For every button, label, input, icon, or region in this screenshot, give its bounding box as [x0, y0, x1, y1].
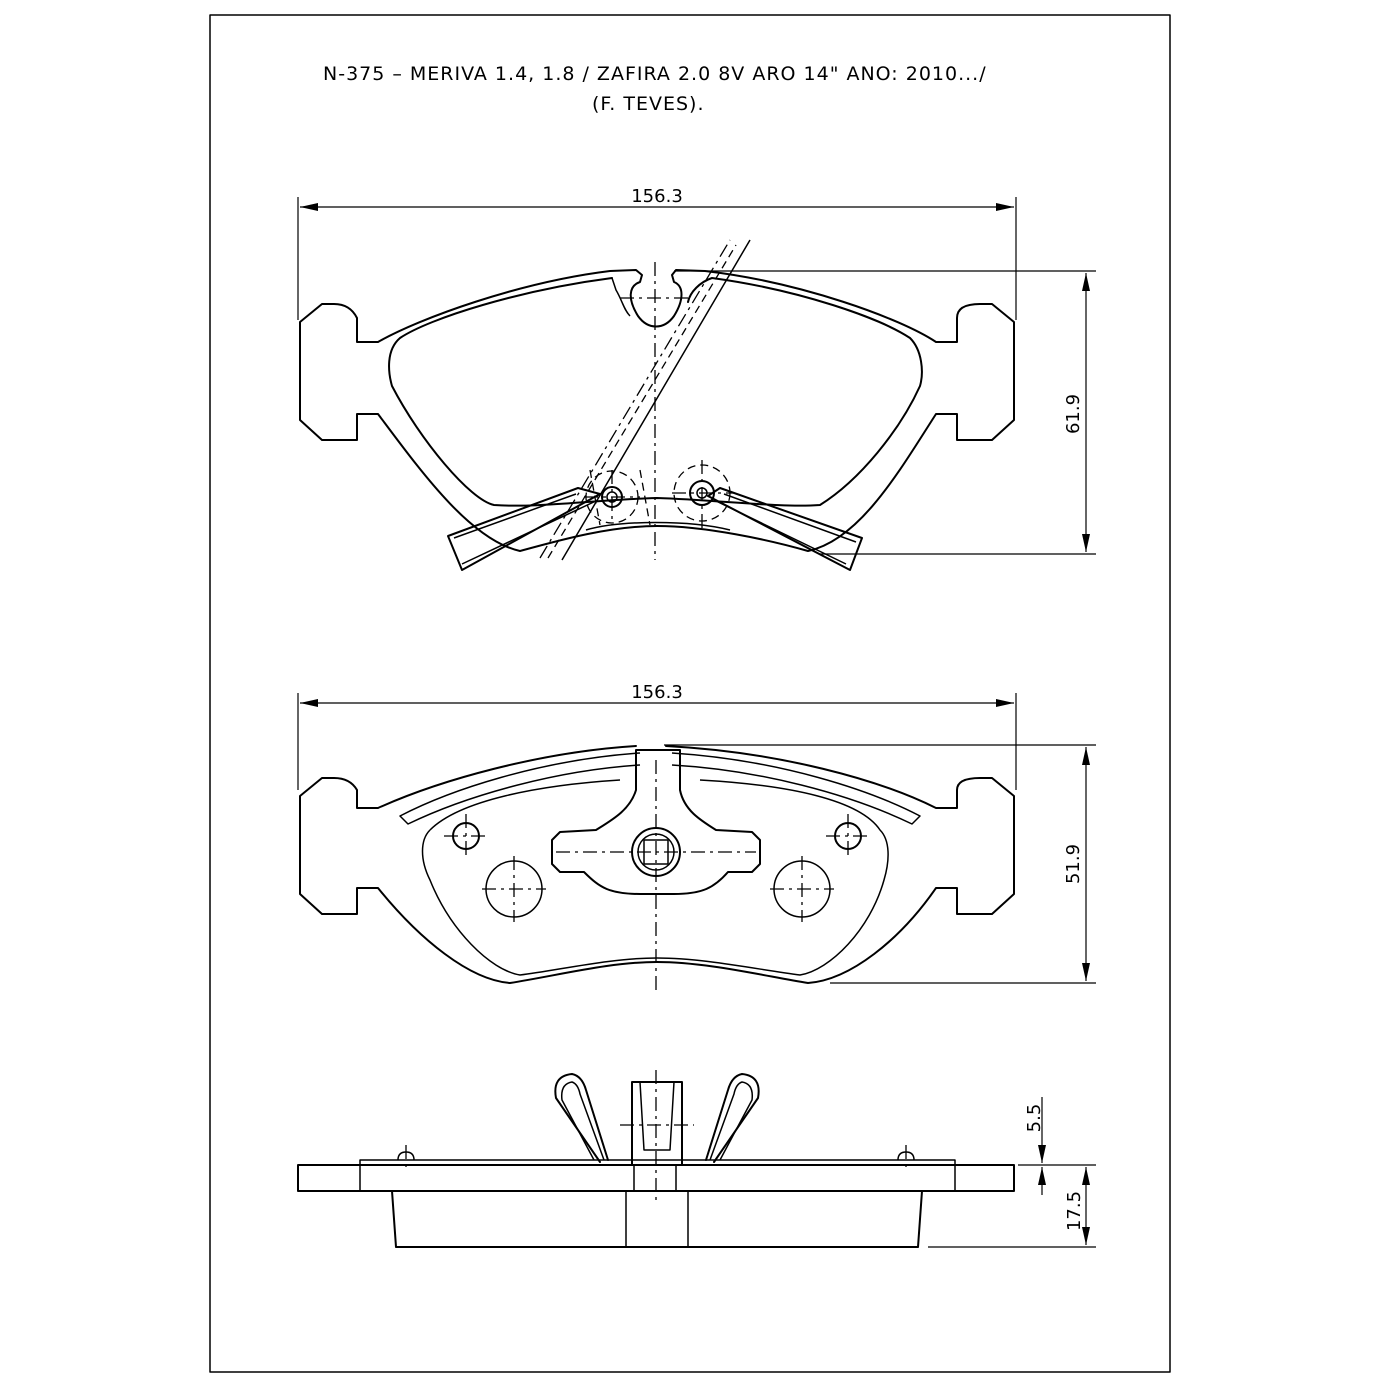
front-width-label: 156.3	[631, 682, 683, 703]
title-line-1: N-375 – MERIVA 1.4, 1.8 / ZAFIRA 2.0 8V …	[323, 63, 987, 85]
top-width-label: 156.3	[631, 186, 683, 207]
top-height-label: 61.9	[1063, 394, 1084, 434]
top-view: 156.3 61.9	[297, 186, 1096, 571]
sheet-frame	[209, 14, 1171, 1373]
side-clip-label: 5.5	[1024, 1104, 1045, 1133]
front-view: 156.3 51.9	[297, 682, 1096, 995]
side-thickness-label: 17.5	[1064, 1191, 1085, 1231]
title-line-2: (F. TEVES).	[592, 93, 705, 115]
side-view: 5.5 17.5	[297, 1070, 1096, 1248]
front-height-label: 51.9	[1063, 844, 1084, 884]
